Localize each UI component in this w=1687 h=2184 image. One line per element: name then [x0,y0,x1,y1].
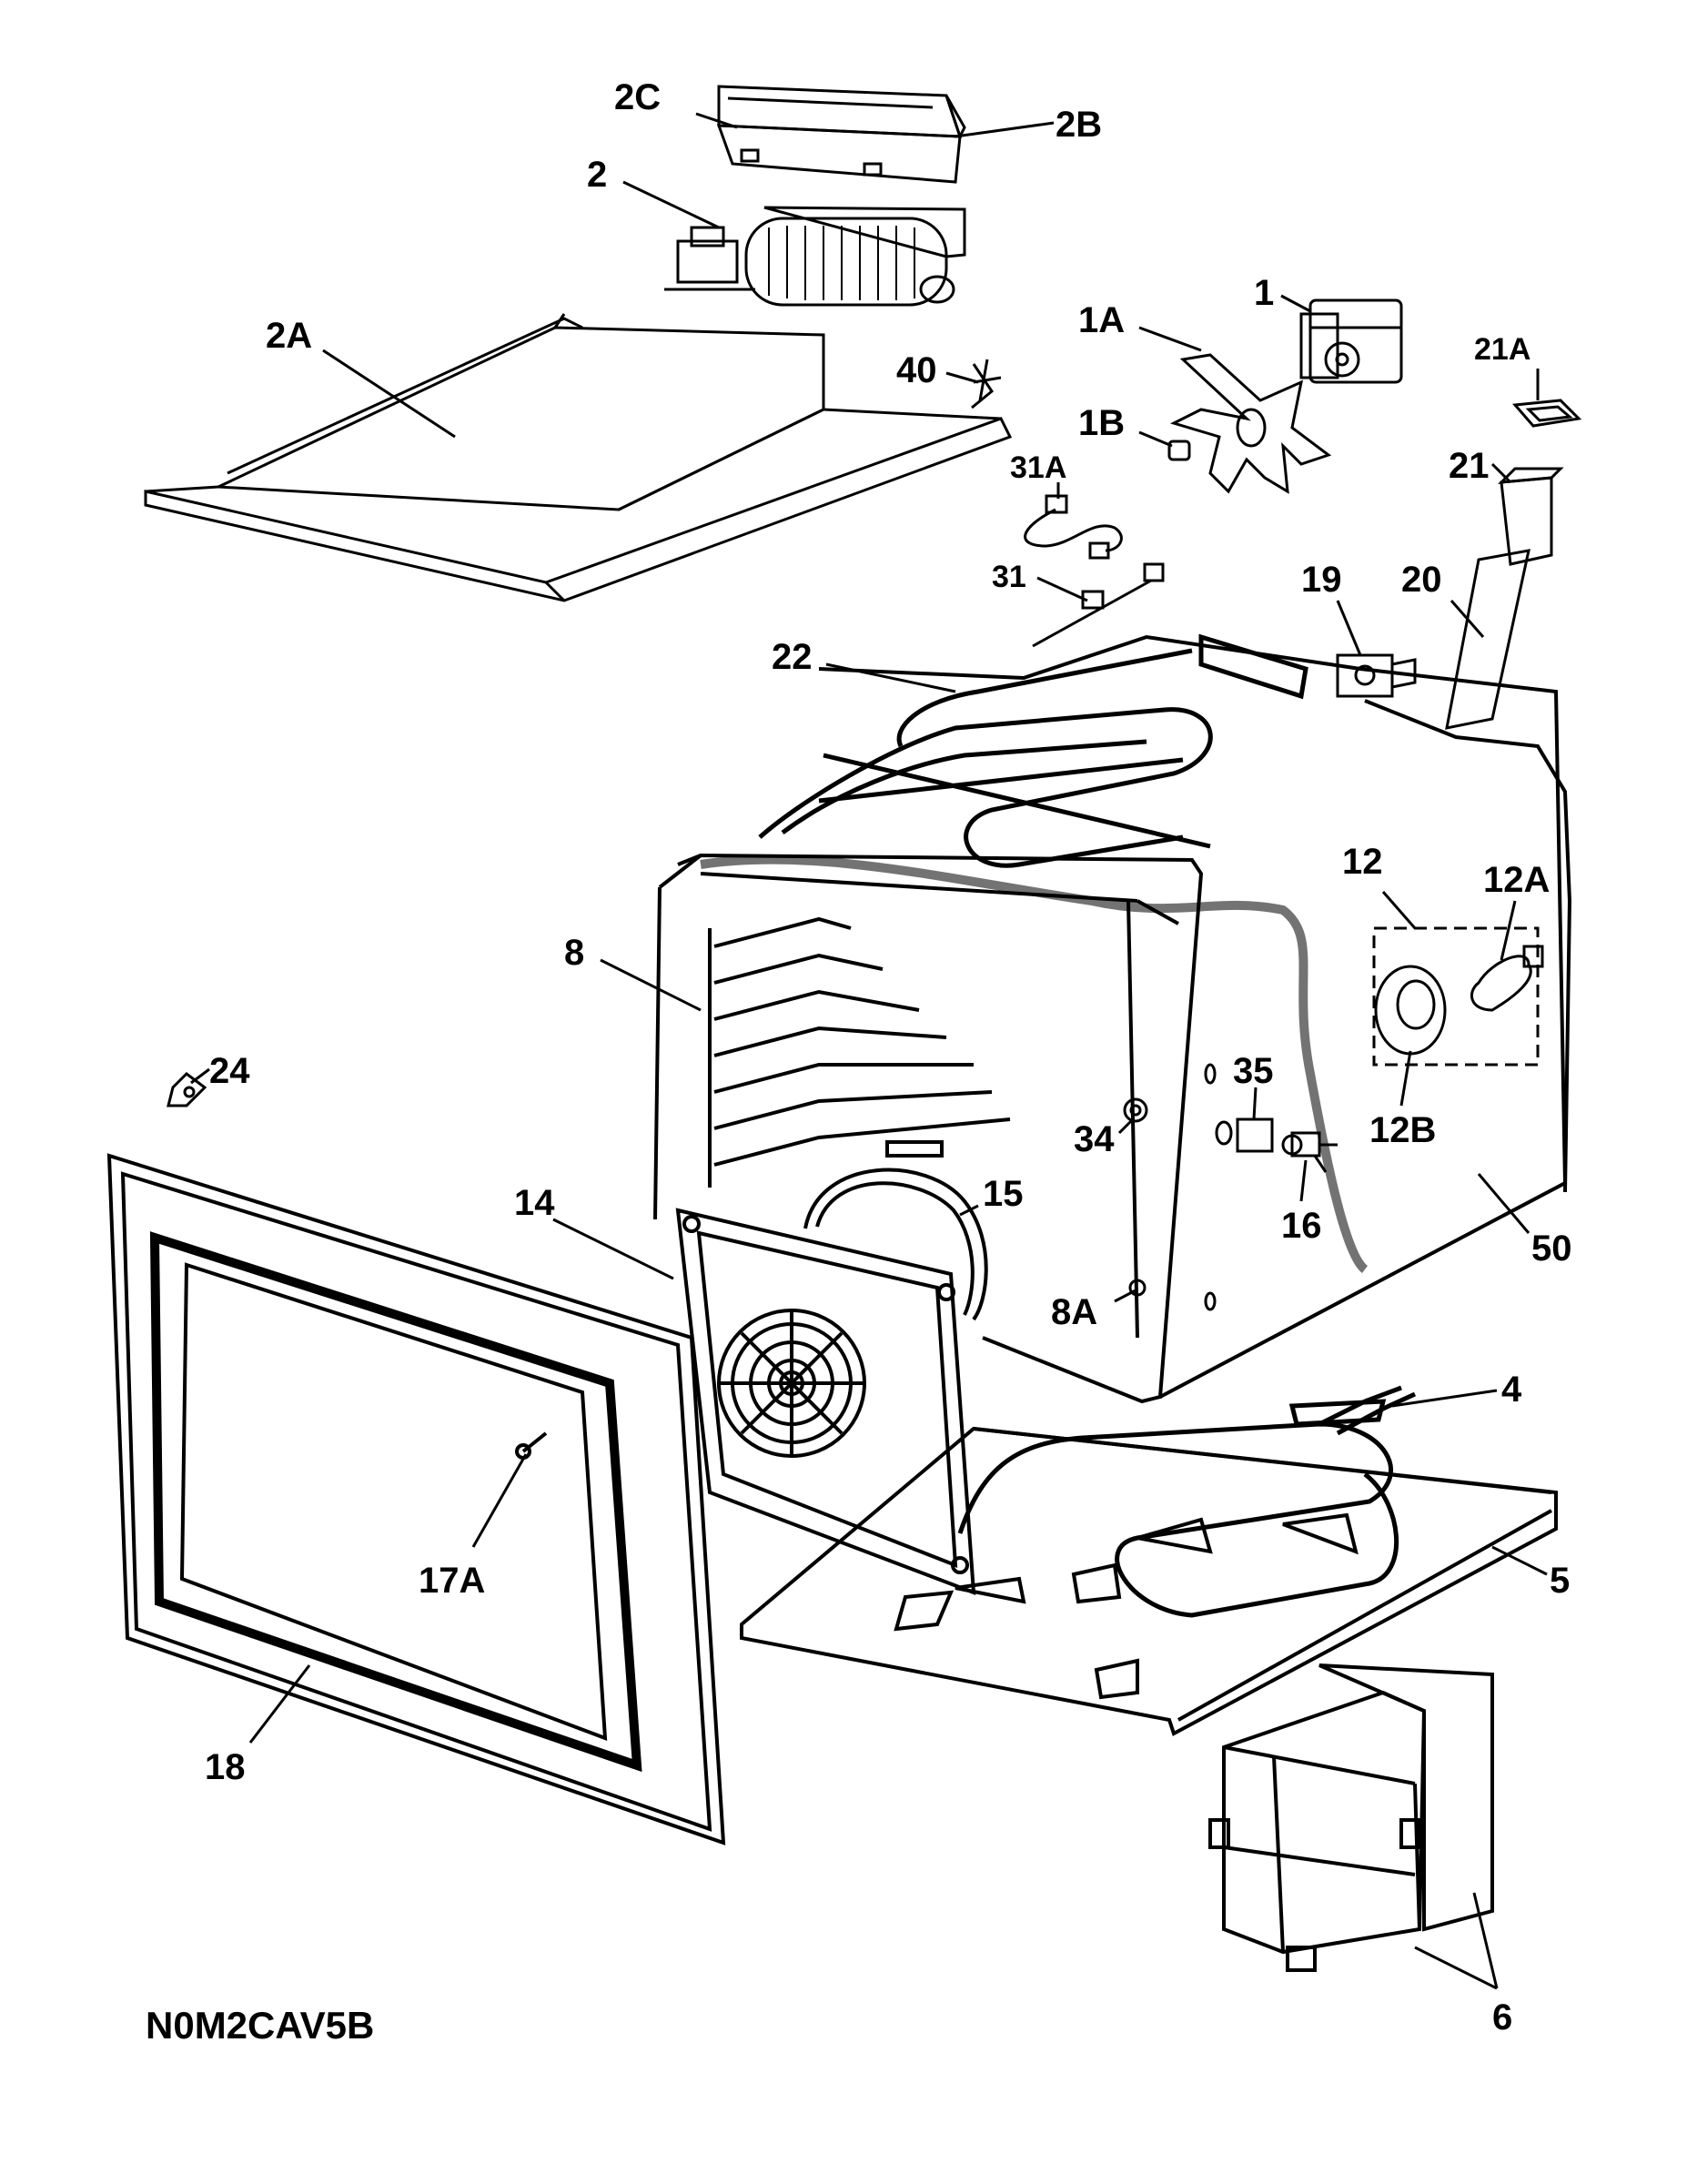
svg-text:1B: 1B [1078,403,1125,443]
shelf-runners-drawing [708,916,1011,1188]
callout-31a: 31A [1010,450,1066,499]
svg-text:1A: 1A [1078,300,1125,340]
callout-4: 4 [1391,1370,1522,1410]
callout-22: 22 [772,637,956,693]
svg-text:21A: 21A [1474,332,1530,367]
svg-text:19: 19 [1301,560,1342,600]
svg-text:31: 31 [992,560,1026,594]
callout-14: 14 [514,1183,674,1280]
sensor-wire-31a-drawing [1024,494,1123,560]
svg-text:1: 1 [1254,273,1274,313]
svg-text:50: 50 [1531,1228,1572,1269]
svg-text:12: 12 [1342,842,1383,882]
sensor-31-drawing [1032,562,1165,648]
callout-50: 50 [1477,1173,1572,1269]
callout-12b: 12B [1369,1050,1436,1150]
svg-text:8: 8 [564,933,584,973]
svg-text:14: 14 [514,1183,555,1223]
callout-31: 31 [992,560,1088,602]
small-bracket-40-drawing [971,359,1002,410]
svg-text:8A: 8A [1051,1292,1097,1332]
svg-text:16: 16 [1281,1206,1322,1246]
circular-element-drawing [803,1140,988,1321]
fan-cover-drawing [675,1208,976,1595]
lamp-housing-21-drawing [1498,467,1564,566]
callout-18: 18 [205,1664,311,1787]
oven-cavity-drawing [653,634,1572,1404]
callout-21: 21 [1449,446,1512,486]
svg-text:22: 22 [772,637,813,677]
svg-text:15: 15 [983,1174,1024,1214]
svg-text:17A: 17A [419,1561,485,1601]
callout-2c: 2C [614,77,738,129]
callout-2a: 2A [266,316,456,439]
callout-8a: 8A [1051,1289,1136,1332]
callout-34: 34 [1074,1117,1135,1159]
svg-text:6: 6 [1492,1997,1512,2037]
callout-2b: 2B [955,105,1102,145]
lamp-assembly-drawing [1372,926,1544,1067]
callout-12a: 12A [1483,860,1550,961]
callout-40: 40 [896,350,979,390]
svg-text:34: 34 [1074,1119,1115,1159]
callout-35: 35 [1233,1051,1274,1120]
hinge-bracket-drawing [167,1072,207,1107]
svg-text:5: 5 [1550,1561,1570,1601]
svg-text:2C: 2C [614,77,661,117]
svg-text:24: 24 [209,1051,250,1091]
diagram-code: N0M2CAV5B [146,2004,374,2047]
svg-text:2: 2 [587,155,607,195]
air-deflector-drawing [716,85,966,184]
insulation-drawing [700,854,1369,1273]
duct-tray-drawing [144,313,1013,602]
svg-text:35: 35 [1233,1051,1274,1091]
screw-8a-drawing [1128,1279,1217,1311]
svg-text:2B: 2B [1056,105,1102,145]
callout-21a: 21A [1474,332,1540,400]
base-tray-drawing [740,1426,1558,1736]
callout-6: 6 [1414,1892,1512,2037]
svg-text:20: 20 [1401,560,1442,600]
nut-1b-drawing [1167,440,1191,461]
callout-1: 1 [1254,273,1311,313]
svg-text:40: 40 [896,350,937,390]
bottom-element-drawing [957,1385,1417,1618]
svg-text:18: 18 [205,1747,246,1787]
callouts: 2C 2B 2 2A 40 1 1A 1B [146,77,1572,2047]
callout-15: 15 [959,1174,1024,1217]
svg-text:2A: 2A [266,316,312,356]
fan-blade-drawing [1169,353,1332,494]
grommet-34-drawing [1123,1097,1148,1123]
callout-2: 2 [587,155,720,229]
oven-door-drawing [106,1153,726,1845]
duct-tube-20-drawing [1445,549,1530,730]
callout-16: 16 [1281,1159,1322,1246]
control-module-drawing [1208,1663,1494,1972]
callout-8: 8 [564,933,702,1012]
callout-12: 12 [1342,842,1417,929]
grill-element-drawing [758,633,1308,868]
callout-5: 5 [1491,1545,1570,1601]
callout-17a: 17A [419,1453,528,1601]
callout-1a: 1A [1078,300,1202,352]
svg-text:31A: 31A [1010,450,1066,485]
tangential-fan-drawing [664,206,966,307]
svg-text:12A: 12A [1483,860,1550,900]
callout-19: 19 [1301,560,1362,656]
svg-text:21: 21 [1449,446,1490,486]
callout-1b: 1B [1078,403,1173,448]
callout-24: 24 [190,1051,250,1091]
svg-text:12B: 12B [1369,1110,1436,1150]
lamp-cover-21a-drawing [1511,399,1582,428]
svg-text:4: 4 [1501,1370,1522,1410]
callout-20: 20 [1401,560,1485,638]
thermostat-19-drawing [1336,653,1417,698]
connector-16-drawing [1281,1131,1338,1173]
fan-motor-drawing [1299,298,1403,384]
